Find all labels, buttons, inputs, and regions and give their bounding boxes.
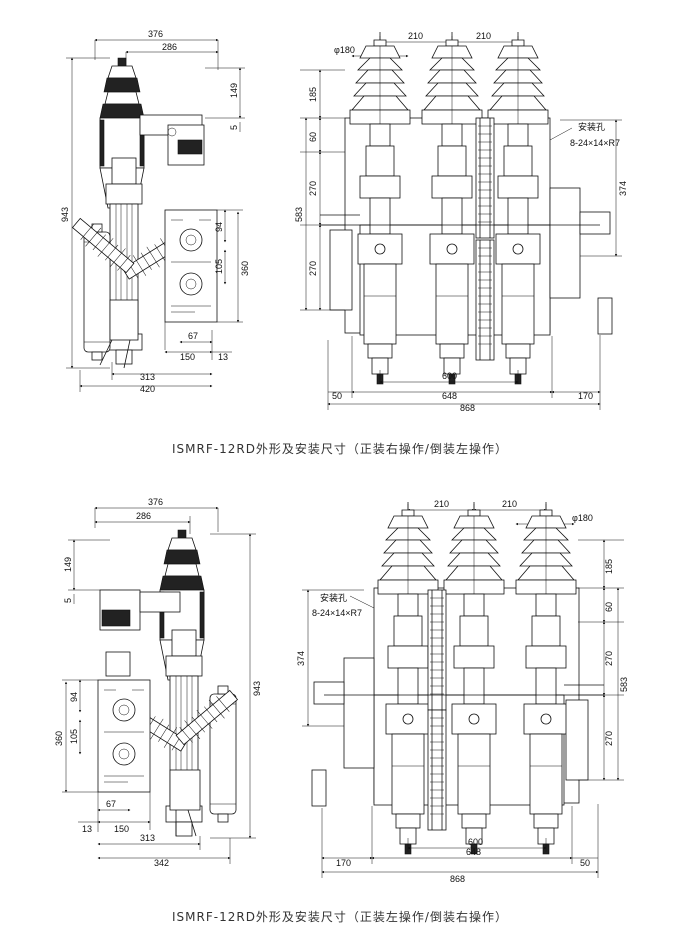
dim-50: 50 <box>332 391 342 401</box>
dim-149: 149 <box>229 83 239 98</box>
dim-94: 94 <box>214 222 224 232</box>
dim2-270-b: 270 <box>604 731 614 746</box>
dim-374: 374 <box>618 181 628 196</box>
dim-170: 170 <box>578 391 593 401</box>
dim-270-a: 270 <box>308 181 318 196</box>
dim-943: 943 <box>60 207 70 222</box>
figure1-front-view: φ180 210 210 185 60 270 583 270 374 安装孔 … <box>294 31 628 413</box>
dim2-868: 868 <box>450 874 465 884</box>
dim2-185: 185 <box>604 559 614 574</box>
dim-313: 313 <box>140 372 155 382</box>
dim-67: 67 <box>188 331 198 341</box>
dim-210-b: 210 <box>476 31 491 41</box>
dim2-342: 342 <box>154 858 169 868</box>
dim2-374: 374 <box>296 651 306 666</box>
dim-phi180: φ180 <box>334 45 355 55</box>
dim-5: 5 <box>229 125 239 130</box>
dim-868: 868 <box>460 403 475 413</box>
dim2-150: 150 <box>114 824 129 834</box>
dim-13: 13 <box>218 352 228 362</box>
figure2-side-view: 376 286 149 5 943 94 105 360 67 13 150 3… <box>54 497 262 868</box>
dim2-105: 105 <box>69 729 79 744</box>
dim2-149: 149 <box>63 557 73 572</box>
dim2-210-a: 210 <box>434 499 449 509</box>
dim-648: 648 <box>442 391 457 401</box>
dim-185: 185 <box>308 87 318 102</box>
dim-420: 420 <box>140 384 155 394</box>
figure1-side-view: 376 286 943 149 5 94 105 360 67 150 13 3… <box>60 29 250 394</box>
dim2-360: 360 <box>54 731 64 746</box>
dim2-13: 13 <box>82 824 92 834</box>
dim2-943: 943 <box>252 681 262 696</box>
dim2-67: 67 <box>106 799 116 809</box>
dim2-50: 50 <box>580 858 590 868</box>
hole2-label: 安装孔 <box>320 592 347 603</box>
dim-583: 583 <box>294 207 304 222</box>
dim2-94: 94 <box>69 692 79 702</box>
dim-270-b: 270 <box>308 261 318 276</box>
figure2-caption: ISMRF-12RD外形及安装尺寸（正装左操作/倒装右操作） <box>172 910 508 924</box>
dim2-286: 286 <box>136 511 151 521</box>
figure1-caption: ISMRF-12RD外形及安装尺寸（正装右操作/倒装左操作） <box>172 442 508 456</box>
dim2-648: 648 <box>466 847 481 857</box>
dim2-170: 170 <box>336 858 351 868</box>
dim2-phi180: φ180 <box>572 513 593 523</box>
figure2-front-view: φ180 210 210 185 60 270 583 270 374 安装孔 … <box>296 499 629 884</box>
dim-105: 105 <box>214 259 224 274</box>
dim2-600: 600 <box>468 837 483 847</box>
dim2-5: 5 <box>63 598 73 603</box>
hole-label: 安装孔 <box>578 121 605 132</box>
dim-376: 376 <box>148 29 163 39</box>
dim-600: 600 <box>442 371 457 381</box>
dim2-60: 60 <box>604 602 614 612</box>
dim2-210-b: 210 <box>502 499 517 509</box>
dim2-376: 376 <box>148 497 163 507</box>
dim-60: 60 <box>308 132 318 142</box>
dim2-313: 313 <box>140 833 155 843</box>
dim2-583: 583 <box>619 677 629 692</box>
dim-286: 286 <box>162 42 177 52</box>
hole2-spec: 8-24×14×R7 <box>312 608 362 618</box>
hole-spec: 8-24×14×R7 <box>570 138 620 148</box>
dim-360: 360 <box>240 261 250 276</box>
dim-210-a: 210 <box>408 31 423 41</box>
dim-150: 150 <box>180 352 195 362</box>
dim2-270-a: 270 <box>604 651 614 666</box>
